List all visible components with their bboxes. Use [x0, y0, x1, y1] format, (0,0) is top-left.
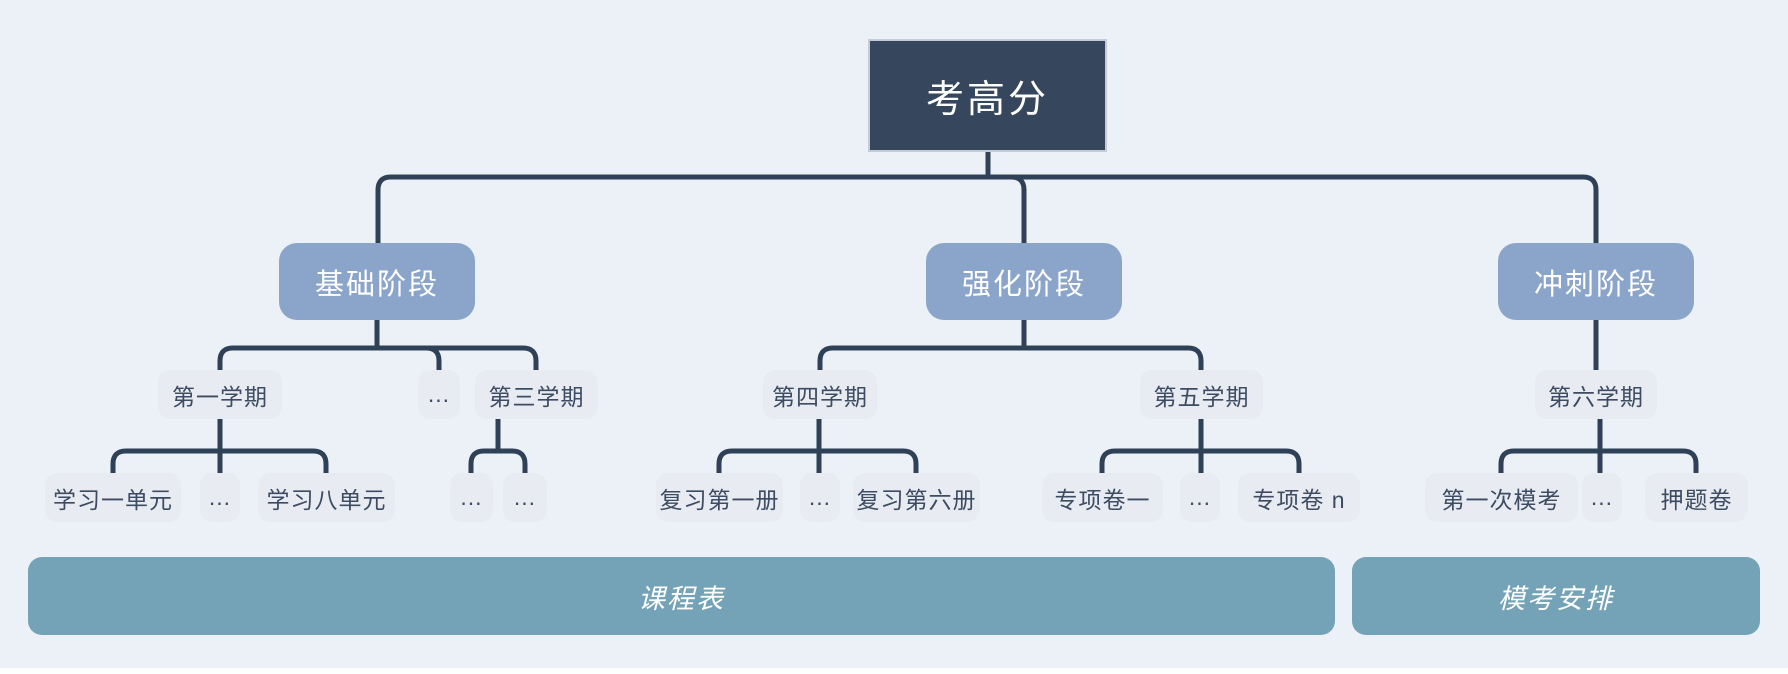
stage-node-sprint[interactable]: 冲刺阶段	[1498, 243, 1694, 320]
footer-bar-schedule[interactable]: 课程表	[28, 557, 1335, 635]
unit-node-review-6[interactable]: 复习第六册	[853, 473, 980, 522]
semester-node-5[interactable]: 第五学期	[1140, 370, 1263, 419]
unit-node-special-1[interactable]: 专项卷一	[1042, 473, 1163, 522]
connector-semester3-to-units	[468, 419, 528, 473]
ellipsis-node-special[interactable]: ...	[1180, 473, 1220, 522]
ellipsis-node-study[interactable]: ...	[200, 473, 240, 522]
ellipsis-node-sem3-b[interactable]: ...	[503, 473, 547, 522]
connector-semester1-to-units	[110, 419, 329, 473]
connector-semester4-to-units	[716, 419, 919, 473]
footer-bar-mock-plan[interactable]: 模考安排	[1352, 557, 1760, 635]
unit-node-final-paper[interactable]: 押题卷	[1645, 473, 1748, 522]
connector-stage1-to-semesters	[217, 320, 539, 370]
unit-node-review-1[interactable]: 复习第一册	[656, 473, 783, 522]
ellipsis-node-semesters[interactable]: ...	[418, 370, 460, 419]
ellipsis-node-sem3-a[interactable]: ...	[450, 473, 493, 522]
connector-semester5-to-units	[1099, 419, 1302, 473]
connector-stage2-to-semesters	[817, 320, 1204, 370]
connector-root-to-stages	[375, 152, 1599, 243]
connector-semester6-to-units	[1498, 419, 1699, 473]
unit-node-special-n[interactable]: 专项卷 n	[1238, 473, 1360, 522]
canvas-bottom-edge	[0, 668, 1788, 674]
ellipsis-node-mock[interactable]: ...	[1582, 473, 1622, 522]
semester-node-6[interactable]: 第六学期	[1535, 370, 1657, 419]
semester-node-4[interactable]: 第四学期	[763, 370, 877, 419]
stage-node-basic[interactable]: 基础阶段	[279, 243, 475, 320]
semester-node-3[interactable]: 第三学期	[475, 370, 598, 419]
unit-node-study-1[interactable]: 学习一单元	[45, 473, 181, 522]
semester-node-1[interactable]: 第一学期	[158, 370, 282, 419]
unit-node-mock-1[interactable]: 第一次模考	[1425, 473, 1578, 522]
root-node[interactable]: 考高分	[868, 39, 1107, 152]
stage-node-intensive[interactable]: 强化阶段	[926, 243, 1122, 320]
ellipsis-node-review[interactable]: ...	[800, 473, 840, 522]
unit-node-study-8[interactable]: 学习八单元	[258, 473, 395, 522]
